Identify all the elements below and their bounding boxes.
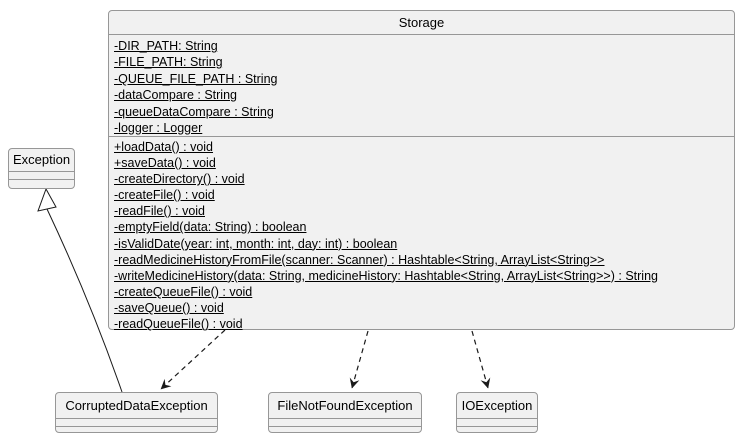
empty-methods-compartment [56, 427, 217, 432]
dependency-arrow-ioexception [471, 330, 491, 389]
method-row: +loadData() : void [114, 140, 214, 154]
class-node-io-exception[interactable]: IOException [456, 392, 538, 433]
empty-methods-compartment [9, 180, 74, 188]
method-row: -emptyField(data: String) : boolean [114, 220, 307, 235]
class-node-file-not-found-exception[interactable]: FileNotFoundException [268, 392, 422, 433]
empty-methods-compartment [457, 427, 537, 432]
methods-compartment: +loadData() : void +saveData() : void -c… [109, 137, 734, 332]
method-row: +saveData() : void [114, 156, 216, 171]
method-row: -writeMedicineHistory(data: String, medi… [114, 268, 658, 283]
method-row: -saveQueue() : void [114, 300, 224, 315]
method-row: -readMedicineHistoryFromFile(scanner: Sc… [114, 252, 605, 267]
class-node-storage[interactable]: Storage -DIR_PATH: String -FILE_PATH: St… [108, 10, 735, 332]
method-row: -createDirectory() : void [114, 172, 245, 187]
empty-methods-compartment [269, 427, 421, 432]
dependency-arrow-corrupted [160, 329, 226, 390]
method-row: -readQueueFile() : void [114, 317, 243, 332]
dependency-arrow-filenotfound [349, 330, 369, 389]
class-title: CorruptedDataException [56, 393, 217, 419]
class-title: Exception [9, 149, 74, 172]
method-row: -readFile() : void [114, 204, 205, 219]
empty-fields-compartment [457, 419, 537, 427]
class-title: FileNotFoundException [269, 393, 421, 419]
empty-fields-compartment [9, 172, 74, 180]
class-node-exception[interactable]: Exception [8, 148, 75, 189]
empty-fields-compartment [269, 419, 421, 427]
class-title: IOException [457, 393, 537, 419]
field-row: -QUEUE_FILE_PATH : String [114, 71, 278, 86]
empty-fields-compartment [56, 419, 217, 427]
method-row: -isValidDate(year: int, month: int, day:… [114, 236, 398, 251]
method-row: -createQueueFile() : void [114, 284, 253, 299]
field-row: -DIR_PATH: String [114, 39, 218, 53]
class-node-corrupted-data-exception[interactable]: CorruptedDataException [55, 392, 218, 433]
field-row: -dataCompare : String [114, 88, 237, 103]
field-row: -FILE_PATH: String [114, 55, 223, 70]
field-row: -queueDataCompare : String [114, 104, 274, 119]
class-title: Storage [109, 11, 734, 35]
fields-compartment: -DIR_PATH: String -FILE_PATH: String -QU… [109, 35, 734, 137]
field-row: -logger : Logger [114, 121, 203, 136]
method-row: -createFile() : void [114, 188, 215, 203]
